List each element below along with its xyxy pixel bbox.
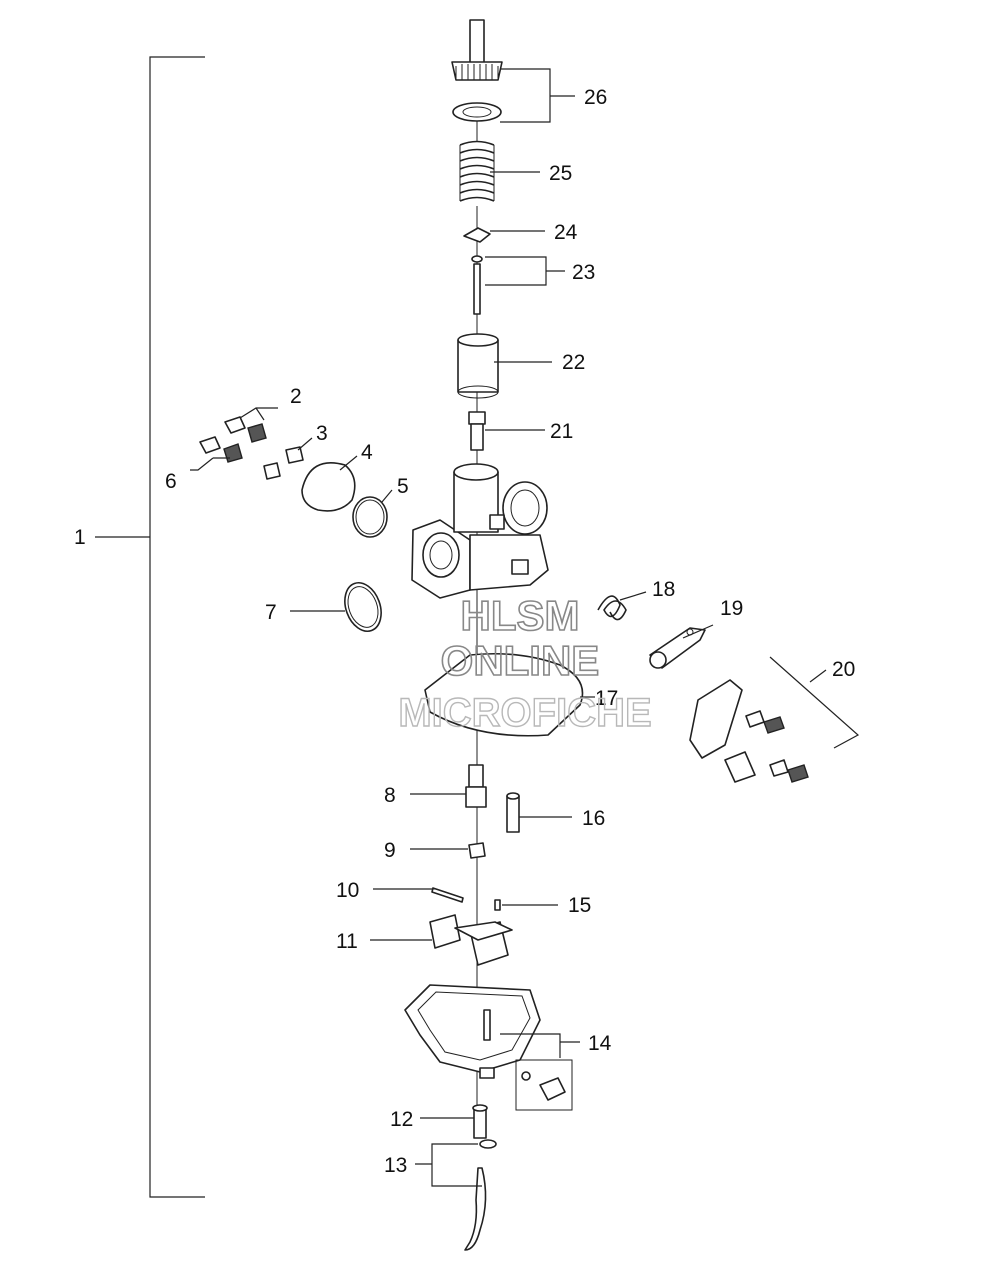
callout-10: 10 bbox=[336, 879, 359, 902]
part-small-screws bbox=[263, 446, 304, 480]
callout-labels: 1 2 3 4 5 6 7 8 9 10 11 12 13 14 15 16 1… bbox=[74, 86, 855, 1177]
part-torsion-spring bbox=[597, 595, 627, 621]
callout-14: 14 bbox=[588, 1032, 612, 1055]
callout-25: 25 bbox=[549, 162, 572, 185]
leader-6 bbox=[190, 457, 230, 471]
callout-16: 16 bbox=[582, 807, 605, 830]
part-o-ring-large bbox=[344, 581, 382, 633]
part-main-jet bbox=[468, 842, 486, 859]
leader-13 bbox=[415, 1143, 482, 1187]
leader-5 bbox=[381, 489, 393, 503]
callout-3: 3 bbox=[316, 422, 328, 445]
callout-21: 21 bbox=[550, 420, 573, 443]
leader-23 bbox=[485, 256, 565, 286]
leader-3 bbox=[297, 437, 313, 451]
leader-2 bbox=[239, 407, 278, 421]
callout-26: 26 bbox=[584, 86, 607, 109]
leader-20 bbox=[769, 656, 860, 749]
leader-14 bbox=[500, 1033, 580, 1058]
part-hose-fitting bbox=[472, 1104, 488, 1139]
watermark-line-2: ONLINE bbox=[441, 637, 600, 684]
part-throttle-lever bbox=[649, 627, 706, 669]
watermark-line-3: MICROFICHE bbox=[398, 691, 651, 735]
callout-15: 15 bbox=[568, 894, 591, 917]
watermark: HLSM ONLINE MICROFICHE bbox=[398, 591, 653, 736]
leader-4 bbox=[339, 455, 358, 471]
callout-8: 8 bbox=[384, 784, 396, 807]
callout-11: 11 bbox=[336, 930, 358, 953]
assembly-bracket bbox=[95, 56, 205, 1198]
part-float bbox=[429, 914, 513, 966]
leader-19 bbox=[682, 624, 714, 639]
callout-6: 6 bbox=[165, 470, 177, 493]
part-top-cap bbox=[451, 19, 503, 122]
part-main-jet-holder bbox=[465, 764, 487, 808]
part-bracket-set bbox=[689, 679, 809, 783]
part-needle-clip bbox=[463, 227, 491, 243]
callout-18: 18 bbox=[652, 578, 675, 601]
callout-5: 5 bbox=[397, 475, 409, 498]
part-carburetor-body bbox=[411, 463, 549, 599]
callout-22: 22 bbox=[562, 351, 585, 374]
part-hose-and-clip bbox=[464, 1139, 497, 1251]
part-float-bowl-gasket bbox=[424, 652, 584, 737]
callout-1: 1 bbox=[74, 526, 86, 549]
part-o-ring-small bbox=[352, 496, 388, 538]
part-throttle-slide bbox=[457, 333, 499, 399]
leader-26 bbox=[500, 68, 575, 123]
watermark-line-1: HLSM bbox=[461, 592, 580, 639]
callout-4: 4 bbox=[361, 441, 373, 464]
callout-20: 20 bbox=[832, 658, 855, 681]
part-needle-jet bbox=[468, 411, 486, 451]
part-spring bbox=[459, 140, 495, 206]
part-jet-needle bbox=[471, 255, 483, 315]
part-needle-valve bbox=[494, 899, 501, 911]
callout-13: 13 bbox=[384, 1154, 407, 1177]
leader-18 bbox=[619, 591, 647, 601]
part-pin bbox=[506, 792, 520, 833]
part-drain-screw-set bbox=[515, 1059, 573, 1111]
callout-2: 2 bbox=[290, 385, 302, 408]
callout-17: 17 bbox=[595, 687, 618, 710]
part-float-pin bbox=[431, 887, 464, 903]
part-cover bbox=[301, 461, 356, 512]
part-float-bowl bbox=[404, 984, 541, 1079]
callout-7: 7 bbox=[265, 601, 277, 624]
callout-19: 19 bbox=[720, 597, 743, 620]
part-pilot-screws bbox=[199, 416, 267, 463]
callout-23: 23 bbox=[572, 261, 595, 284]
callout-9: 9 bbox=[384, 839, 396, 862]
callout-12: 12 bbox=[390, 1108, 413, 1131]
callout-24: 24 bbox=[554, 221, 578, 244]
